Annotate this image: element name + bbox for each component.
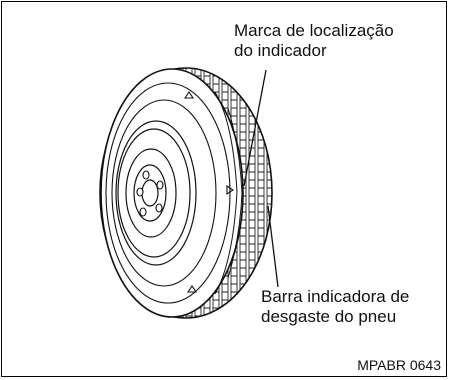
tire-sidewall <box>105 82 231 304</box>
wear-bar-line2: desgaste do pneu <box>261 307 397 326</box>
lug-holes <box>136 170 164 217</box>
wear-bar-label: Barra indicadora de desgaste do pneu <box>261 287 409 327</box>
indicator-mark-leader <box>243 69 267 187</box>
indicator-mark-label: Marca de localização do indicador <box>234 21 394 61</box>
figure-code: MPABR 0643 <box>357 357 441 373</box>
tread-grooves <box>214 91 243 295</box>
wear-bar-leader <box>267 205 279 288</box>
wear-indicator-marks <box>183 91 234 293</box>
wear-bar-line1: Barra indicadora de <box>261 287 410 306</box>
indicator-mark-line1: Marca de localização <box>234 21 394 40</box>
indicator-mark-line2: do indicador <box>234 41 327 60</box>
wheel-rim <box>115 120 197 266</box>
